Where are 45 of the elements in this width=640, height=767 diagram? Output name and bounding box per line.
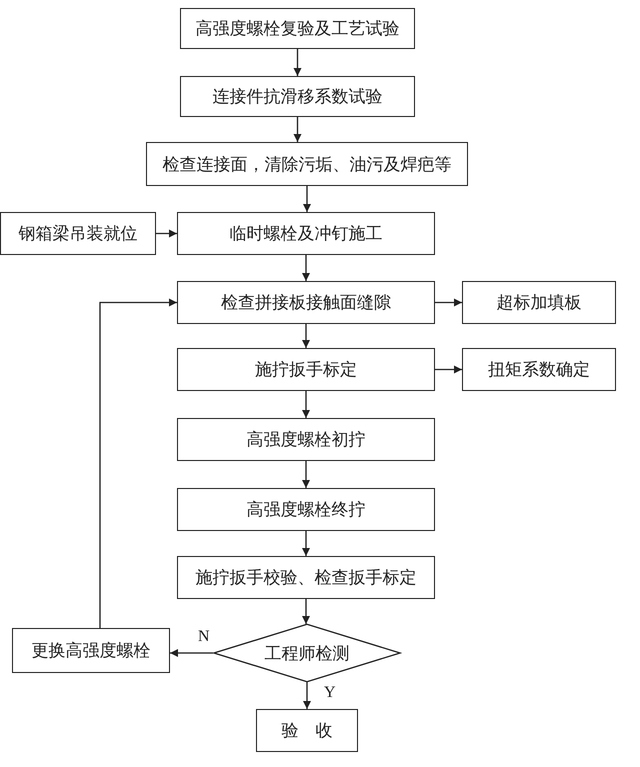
node-label: 钢箱梁吊装就位	[18, 223, 138, 245]
process-box	[462, 348, 616, 391]
node-label: 高强度螺栓复验及工艺试验	[196, 18, 400, 40]
process-box	[177, 281, 435, 324]
arrow	[302, 531, 310, 556]
node-label: 施拧扳手校验、检查扳手标定	[196, 567, 416, 589]
node-label: 高强度螺栓终拧	[246, 499, 366, 521]
arrow	[302, 599, 310, 624]
node-label: 检查拼接板接触面缝隙	[221, 292, 391, 314]
arrow	[435, 298, 462, 306]
arrow	[303, 682, 311, 709]
node-label: 验 收	[282, 720, 332, 742]
node-label: 更换高强度螺栓	[32, 640, 150, 662]
process-box	[177, 418, 435, 461]
process-box	[180, 8, 415, 49]
node-label: 临时螺栓及冲钉施工	[230, 223, 382, 245]
arrow	[99, 298, 177, 628]
node-label: 扭矩系数确定	[488, 359, 590, 381]
arrow	[302, 391, 310, 418]
process-box	[256, 709, 358, 752]
process-box	[12, 628, 170, 673]
arrow	[302, 461, 310, 488]
node-label: 高强度螺栓初拧	[246, 429, 366, 451]
process-box	[177, 488, 435, 531]
node-label: 施拧扳手标定	[255, 359, 357, 381]
process-box	[0, 212, 156, 255]
node-label: 连接件抗滑移系数试验	[212, 86, 382, 108]
node-label: 检查连接面，清除污垢、油污及焊疤等	[162, 154, 452, 176]
node-label: 工程师检测	[264, 642, 350, 664]
arrow	[170, 649, 213, 657]
arrow	[294, 49, 302, 76]
process-box	[462, 281, 616, 324]
arrow	[435, 366, 462, 374]
process-box	[177, 348, 435, 391]
node-label: 超标加填板	[496, 292, 582, 314]
process-box	[177, 556, 435, 599]
process-box	[180, 76, 415, 117]
arrow	[294, 117, 302, 142]
arrow	[302, 255, 310, 281]
arrow	[302, 324, 310, 348]
arrow	[303, 186, 311, 212]
process-box	[177, 212, 435, 255]
process-box	[146, 142, 468, 186]
decision-diamond	[213, 624, 401, 682]
arrow	[156, 230, 177, 238]
